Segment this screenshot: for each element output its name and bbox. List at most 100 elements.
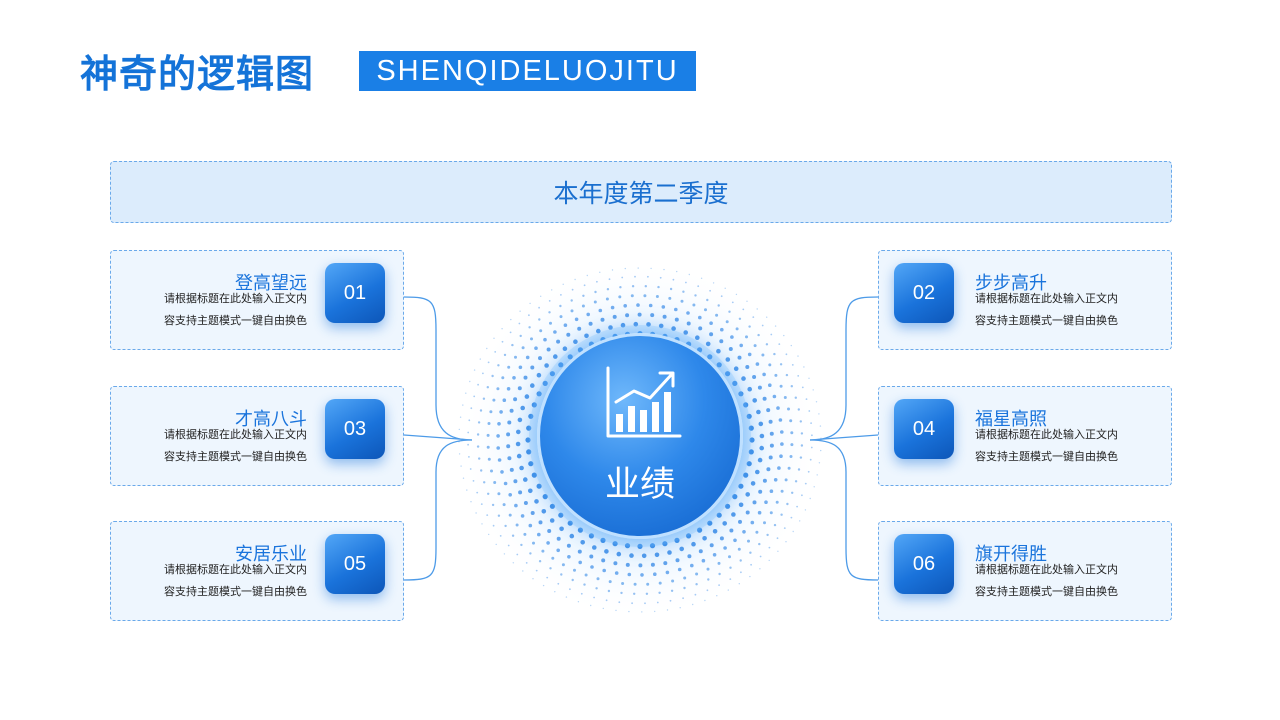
- halo-dot: [534, 499, 539, 504]
- halo-dot: [716, 362, 722, 368]
- halo-dot: [480, 503, 483, 505]
- halo-dot: [769, 443, 774, 448]
- halo-dot: [738, 502, 744, 508]
- halo-dot: [528, 461, 534, 467]
- halo-dot: [641, 611, 643, 613]
- halo-dot: [729, 566, 732, 569]
- halo-dot: [611, 269, 614, 271]
- halo-dot: [646, 322, 651, 327]
- halo-dot: [789, 455, 793, 458]
- halo-dot: [800, 432, 804, 435]
- halo-dot: [738, 519, 742, 524]
- halo-dot: [516, 453, 522, 459]
- halo-dot: [647, 275, 649, 278]
- item-description: 请根据标题在此处输入正文内 容支持主题模式一键自由换色: [147, 288, 307, 332]
- halo-dot: [768, 363, 772, 367]
- halo-dot: [761, 324, 764, 327]
- halo-dot: [549, 503, 555, 509]
- halo-dot: [582, 294, 585, 297]
- halo-dot: [705, 341, 711, 347]
- halo-dot: [569, 533, 575, 539]
- halo-dot: [546, 576, 549, 579]
- halo-dot: [709, 289, 711, 292]
- halo-dot: [722, 521, 727, 526]
- halo-dot: [745, 365, 750, 369]
- halo-dot: [538, 356, 542, 361]
- halo-dot: [768, 419, 773, 424]
- halo-dot: [595, 587, 598, 590]
- halo-dot: [807, 470, 810, 473]
- halo-dot: [559, 526, 564, 532]
- halo-dot: [570, 309, 574, 313]
- halo-dot: [526, 425, 532, 431]
- halo-dot: [514, 503, 518, 508]
- halo-dot: [580, 540, 585, 545]
- halo-dot: [766, 467, 771, 472]
- halo-dot: [551, 289, 553, 291]
- halo-dot: [528, 523, 533, 528]
- halo-dot: [628, 610, 630, 613]
- halo-dot: [787, 466, 791, 470]
- halo-dot: [690, 563, 694, 568]
- halo-dot: [747, 386, 752, 392]
- halo-dot: [499, 410, 503, 414]
- halo-dot: [799, 456, 803, 459]
- halo-dot: [759, 555, 762, 558]
- halo-dot: [728, 347, 733, 351]
- halo-dot: [475, 512, 477, 514]
- halo-dot: [659, 276, 662, 279]
- halo-dot: [633, 582, 637, 586]
- halo-dot: [497, 422, 501, 426]
- halo-dot: [644, 602, 646, 605]
- halo-dot: [674, 537, 680, 543]
- halo-dot: [686, 311, 690, 315]
- halo-dot: [618, 601, 621, 604]
- halo-dot: [529, 302, 531, 305]
- halo-dot: [746, 461, 752, 467]
- halo-dot: [819, 425, 822, 427]
- halo-dot: [516, 429, 521, 435]
- halo-dot: [799, 420, 802, 423]
- halo-dot: [602, 607, 604, 610]
- halo-dot: [739, 343, 743, 348]
- halo-dot: [766, 533, 769, 537]
- halo-dot: [650, 313, 655, 318]
- halo-dot: [732, 380, 738, 386]
- halo-dot: [486, 514, 489, 516]
- item-card-01: 登高望远 请根据标题在此处输入正文内 容支持主题模式一键自由换色 01: [110, 250, 404, 350]
- halo-dot: [501, 340, 504, 343]
- item-card-02: 02 步步高升 请根据标题在此处输入正文内 容支持主题模式一键自由换色: [878, 250, 1172, 350]
- halo-dot: [518, 490, 523, 495]
- halo-dot: [482, 397, 486, 400]
- halo-dot: [768, 546, 771, 549]
- halo-dot: [526, 449, 532, 455]
- halo-dot: [546, 347, 551, 352]
- halo-dot: [497, 364, 500, 367]
- halo-dot: [558, 362, 564, 368]
- halo-dot: [745, 492, 750, 497]
- item-desc-line2: 容支持主题模式一键自由换色: [975, 450, 1118, 463]
- halo-dot: [547, 529, 552, 533]
- item-desc-line1: 请根据标题在此处输入正文内: [164, 428, 307, 441]
- halo-dot: [619, 286, 622, 289]
- halo-dot: [516, 553, 519, 556]
- halo-dot: [729, 578, 732, 580]
- halo-dot: [637, 312, 642, 317]
- halo-dot: [801, 386, 804, 389]
- halo-dot: [594, 290, 597, 294]
- halo-dot: [715, 313, 719, 317]
- item-title: 福星高照: [975, 409, 1047, 430]
- halo-dot: [644, 285, 647, 288]
- halo-dot: [790, 431, 794, 435]
- halo-dot: [495, 543, 497, 546]
- halo-dot: [658, 323, 664, 329]
- halo-dot: [481, 523, 483, 525]
- halo-dot: [573, 339, 578, 344]
- halo-dot: [480, 469, 483, 472]
- halo-dot: [686, 321, 691, 326]
- halo-dot: [762, 478, 767, 483]
- halo-dot: [772, 394, 777, 399]
- halo-dot: [757, 385, 762, 390]
- halo-dot: [653, 572, 657, 576]
- halo-dot: [506, 387, 511, 391]
